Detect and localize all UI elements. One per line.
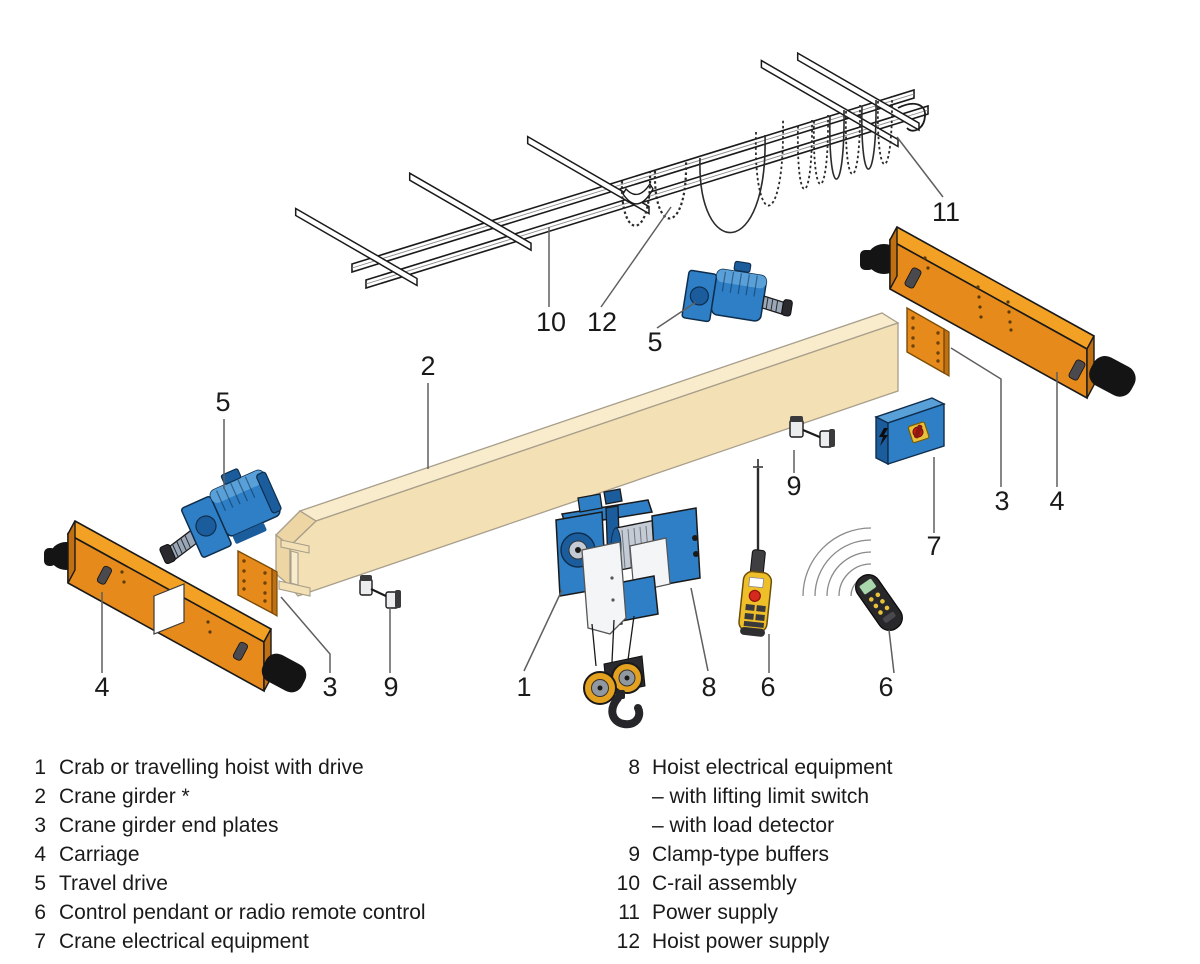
legend-item-label: C-rail assembly (652, 872, 797, 895)
callout-7: 7 (926, 531, 941, 561)
legend-item-number (598, 782, 640, 811)
carriage-left (44, 519, 307, 693)
callout-10: 10 (536, 307, 566, 337)
carriage-right (860, 225, 1136, 400)
legend-item: 10 C-rail assembly (598, 869, 892, 898)
legend-item-label: Control pendant or radio remote control (59, 901, 426, 924)
legend-item-number: 11 (618, 901, 640, 924)
hook-icon (608, 694, 644, 729)
remote-buttons (868, 592, 890, 615)
legend-item-label: Power supply (652, 901, 779, 924)
hook-block (583, 615, 646, 729)
legend-item-number: 7 (34, 930, 46, 953)
girder-end-section (278, 539, 311, 597)
legend-item-number: 3 (34, 814, 46, 837)
remote-display (858, 578, 877, 595)
bolt-holes (242, 559, 267, 603)
callout-9-right: 9 (786, 471, 801, 501)
legend-item: 1 Crab or travelling hoist with drive (18, 753, 426, 782)
callout-5-top: 5 (647, 327, 662, 357)
callout-9-left: 9 (383, 672, 398, 702)
legend-item: 5 Travel drive (18, 869, 426, 898)
callout-11: 11 (932, 197, 960, 227)
power-supply-festoon (754, 95, 926, 207)
end-plate-right (906, 306, 950, 378)
rail-hanger-bars (294, 51, 920, 287)
legend-item-number: 6 (34, 901, 46, 924)
callout-2: 2 (420, 351, 435, 381)
callout-labels: 1 2 3 3 4 4 5 5 6 6 7 8 9 9 10 11 12 (94, 197, 1064, 702)
callout-1: 1 (516, 672, 531, 702)
buffer-end (261, 653, 307, 693)
emergency-stop-button (748, 589, 761, 602)
clamp-buffer-left (359, 575, 401, 609)
callout-6-pendant: 6 (760, 672, 775, 702)
legend-item: 2 Crane girder * (18, 782, 426, 811)
legend-item-number: 2 (34, 785, 46, 808)
crane-girder (275, 312, 900, 597)
callout-4-right: 4 (1049, 486, 1064, 516)
lightning-icon (879, 428, 888, 446)
end-plate-left (237, 549, 278, 618)
legend-item-label: – with lifting limit switch (652, 785, 870, 808)
callout-6-radio: 6 (878, 672, 893, 702)
legend-item-label: Hoist electrical equipment (652, 756, 893, 779)
hoist-unit (555, 488, 701, 729)
legend-item: 8 Hoist electrical equipment (598, 753, 892, 782)
legend-item: 12 Hoist power supply (598, 927, 892, 956)
bolt-dots (923, 256, 1013, 332)
travel-drive-top (681, 260, 793, 323)
callout-3-left: 3 (322, 672, 337, 702)
main-switch-icon (907, 421, 930, 444)
c-rail-assembly (294, 51, 929, 290)
leader-lines (101, 136, 1058, 674)
legend-item: 6 Control pendant or radio remote control (18, 898, 426, 927)
legend-item: 9 Clamp-type buffers (598, 840, 892, 869)
cable-trolley (622, 182, 654, 205)
legend-item-number: 5 (34, 872, 46, 895)
callout-3-right: 3 (994, 486, 1009, 516)
crane-exploded-diagram: 1 2 3 3 4 4 5 5 6 6 7 8 9 9 10 11 12 (44, 51, 1136, 729)
legend-item-label: Crane girder * (59, 785, 190, 808)
legend-column-right: 8 Hoist electrical equipment – with lifti… (598, 753, 893, 956)
clamp-buffer-right (789, 416, 835, 448)
bolt-dots (120, 570, 212, 634)
legend-item: – with load detector (598, 811, 892, 840)
legend-item-number (598, 811, 640, 840)
legend-item-number: 8 (628, 756, 640, 779)
legend-item-number: 10 (616, 872, 640, 895)
callout-12: 12 (587, 307, 617, 337)
legend-item: 4 Carriage (18, 840, 426, 869)
buffer-end (1089, 356, 1136, 397)
callout-4-left: 4 (94, 672, 109, 702)
legend-item-number: 12 (616, 930, 640, 953)
legend-item: 7 Crane electrical equipment (18, 927, 426, 956)
power-feed-end (897, 102, 926, 132)
legend-item: – with lifting limit switch (598, 782, 892, 811)
radio-remote (802, 527, 903, 632)
legend-item-number: 4 (34, 843, 46, 866)
hoist-power-supply-festoon (620, 134, 766, 234)
legend-item-number: 9 (628, 843, 640, 866)
legend-item-label: Crab or travelling hoist with drive (59, 756, 364, 779)
travel-drive-left (159, 468, 282, 565)
legend-item-label: Clamp-type buffers (652, 843, 830, 866)
legend-item-label: Crane girder end plates (59, 814, 279, 837)
legend-item-label: Carriage (59, 843, 140, 866)
bolt-holes (911, 316, 940, 363)
legend-item: 11 Power supply (598, 898, 892, 927)
crane-electrical-cabinet (874, 397, 946, 466)
callout-5-left: 5 (215, 387, 230, 417)
legend-item-label: Hoist power supply (652, 930, 830, 953)
rating-plate (153, 583, 185, 635)
control-pendant (738, 459, 773, 637)
legend-item: 3 Crane girder end plates (18, 811, 426, 840)
legend-item-label: – with load detector (652, 814, 835, 837)
legend-item-label: Crane electrical equipment (59, 930, 309, 953)
legend-item-number: 1 (34, 756, 46, 779)
legend-item-label: Travel drive (59, 872, 168, 895)
callout-8: 8 (701, 672, 716, 702)
